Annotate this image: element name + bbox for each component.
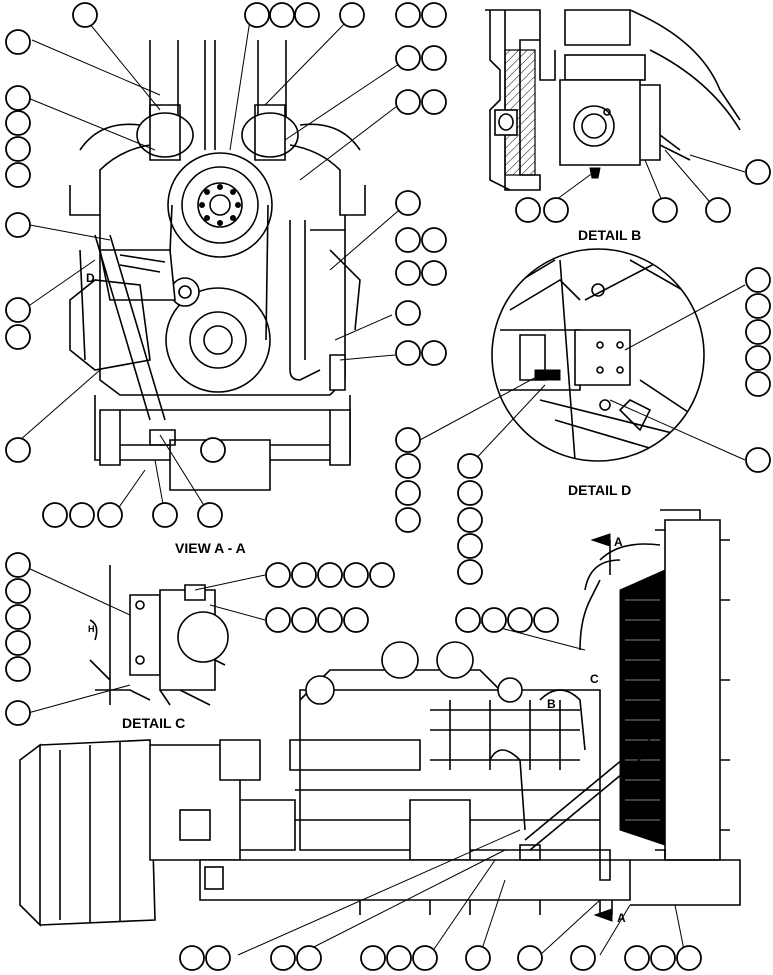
svg-text:H: H [88,624,95,634]
detail-b-title: DETAIL B [578,227,641,243]
section-marker-top: A [614,535,623,549]
view-aa-callouts [5,2,447,528]
callout-b-letter: B [547,697,556,711]
side-view-drawing: A A B C [19,509,741,927]
detail-d-title: DETAIL D [568,482,631,498]
detail-c-drawing: H [5,552,395,726]
callout-d-marker: D [86,271,95,285]
view-aa-drawing [69,40,366,491]
callout-c-letter: C [590,672,599,686]
callout-d-letter: D [86,271,95,285]
detail-b-drawing [485,9,771,223]
side-view-callouts [179,607,702,971]
section-marker-bottom: A [617,911,626,925]
detail-d-drawing [395,248,771,585]
detail-c-title: DETAIL C [122,715,185,731]
view-aa-title: VIEW A - A [175,540,246,556]
